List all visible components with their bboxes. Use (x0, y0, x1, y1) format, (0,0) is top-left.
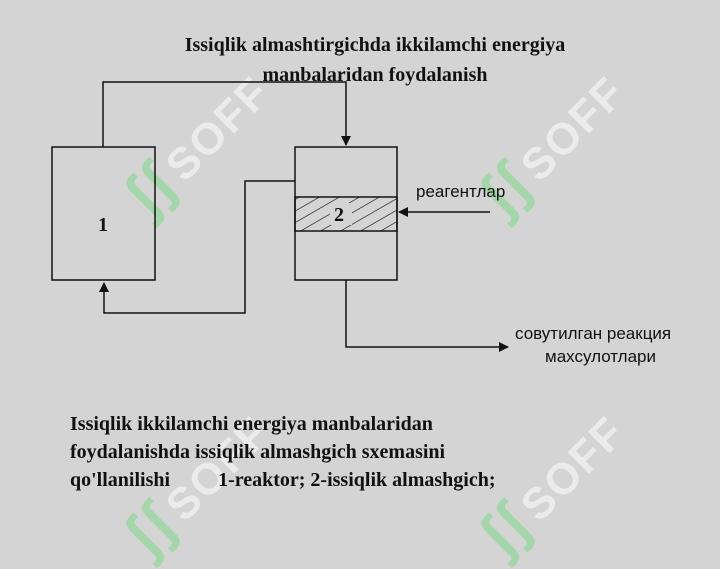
heat-exchanger-label-bg (330, 203, 352, 225)
caption-line-3-left: qo'llanilishi (70, 469, 171, 491)
caption: Issiqlik ikkilamchi energiya manbalarida… (70, 410, 670, 494)
caption-line-1: Issiqlik ikkilamchi energiya manbalarida… (70, 413, 433, 435)
page-title: Issiqlik almashtirgichda ikkilamchi ener… (120, 30, 630, 90)
caption-line-3-right: 1-reaktor; 2-issiqlik almashgich; (218, 469, 496, 491)
heat-exchanger-label: 2 (334, 204, 344, 226)
caption-line-3: qo'llanilishi 1-reaktor; 2-issiqlik almas… (70, 466, 670, 494)
reactor-label: 1 (98, 214, 108, 236)
title-line-2: manbalaridan foydalanish (262, 64, 488, 86)
products-label-line-2: махсулотлари (545, 347, 656, 366)
title-line-1: Issiqlik almashtirgichda ikkilamchi ener… (184, 34, 566, 56)
products-outlet-arrow (345, 280, 509, 352)
products-label-line-1: совутилган реакция (515, 324, 671, 343)
caption-line-2: foydalanishda issiqlik almashgich sxemas… (70, 441, 446, 463)
reagents-label: реагентлар (416, 182, 505, 201)
heat-exchanger-diagram: 1 2 реагентлар совутилган реакция махсул… (51, 81, 671, 366)
flow-line-reactor-to-exchanger (102, 81, 351, 147)
flow-line-exchanger-to-reactor (99, 180, 295, 314)
